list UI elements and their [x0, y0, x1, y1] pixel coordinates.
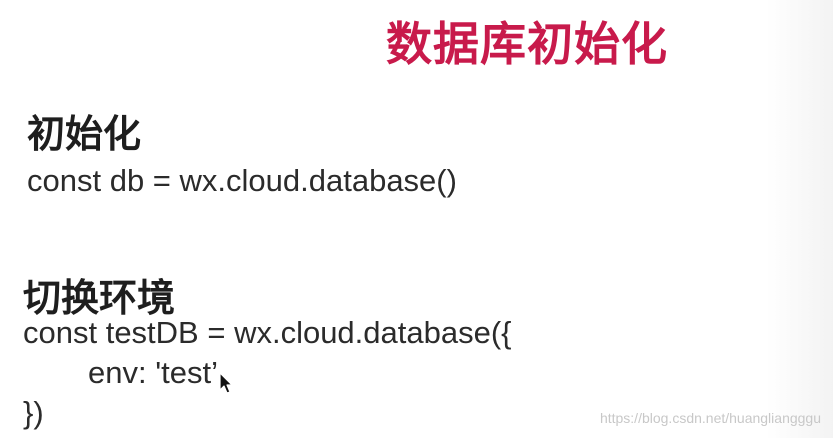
code-line-testdb-end: }) [23, 395, 44, 430]
slide-title: 数据库初始化 [386, 17, 668, 71]
code-line-env: env: 'test’ [88, 355, 218, 390]
section-heading-initialize: 初始化 [27, 112, 142, 156]
watermark-text: https://blog.csdn.net/huangliangggu [599, 410, 821, 426]
code-line-initialize: const db = wx.cloud.database() [27, 163, 457, 198]
code-line-testdb-start: const testDB = wx.cloud.database({ [23, 315, 512, 350]
mouse-pointer-icon [219, 372, 233, 394]
section-heading-switch-environment: 切换环境 [23, 276, 176, 320]
